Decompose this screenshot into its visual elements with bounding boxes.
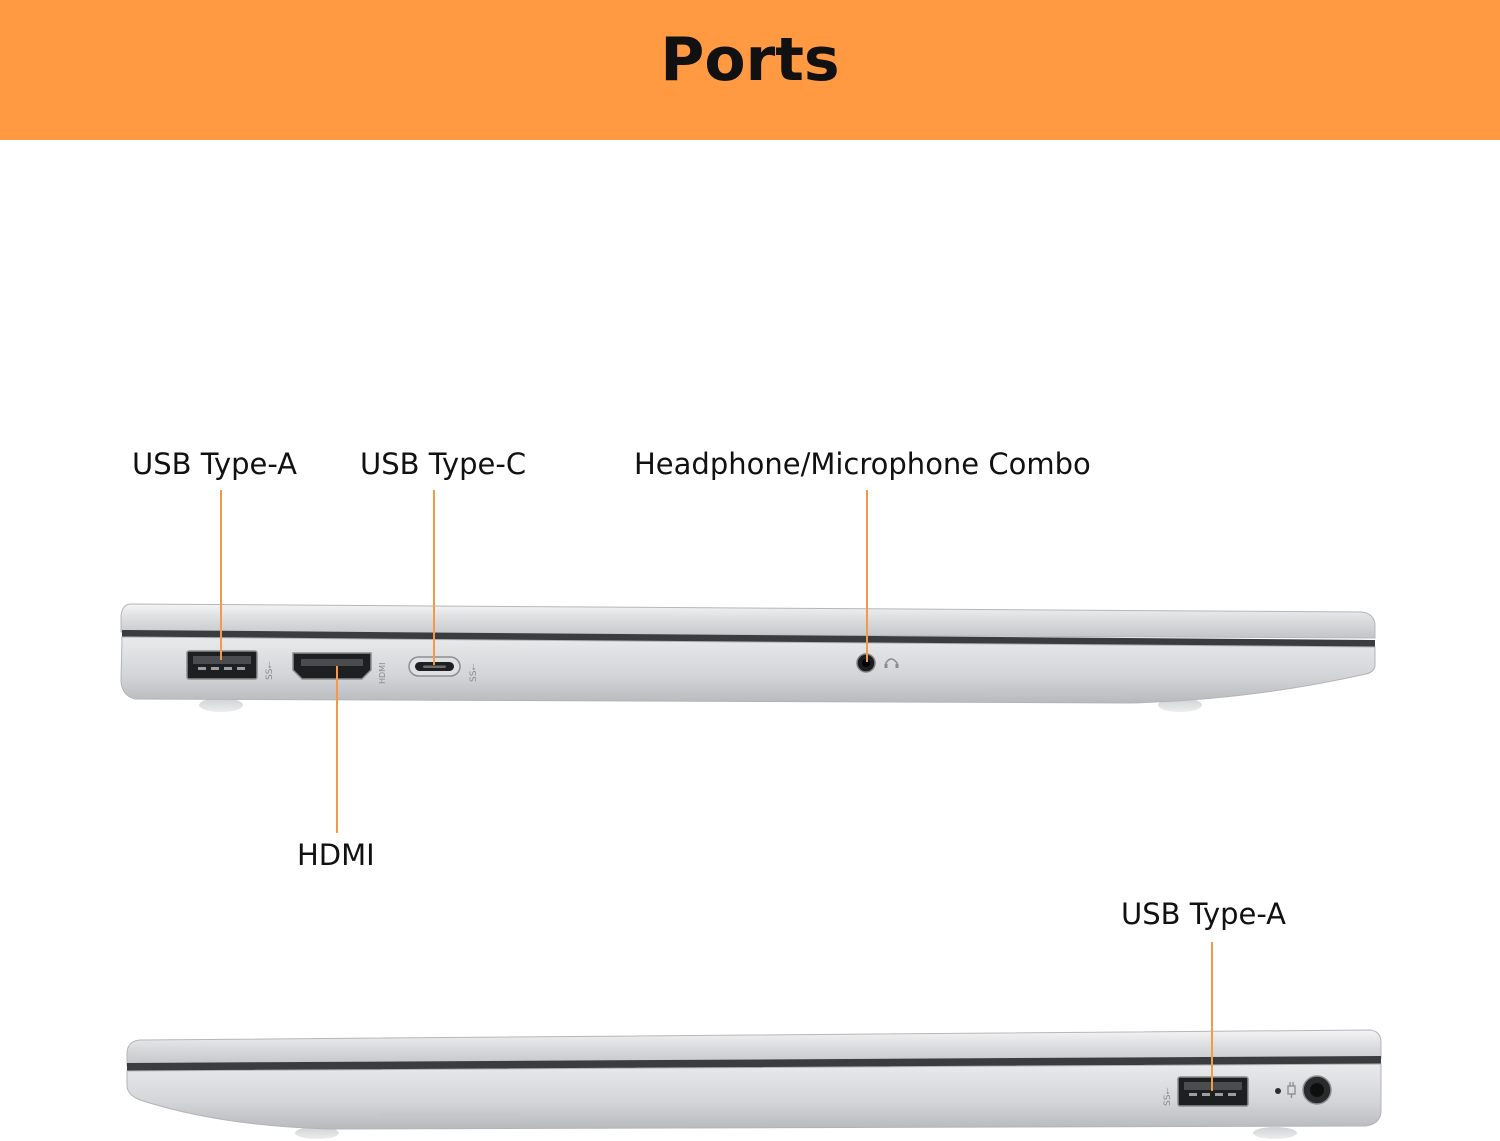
laptop-foot <box>295 1127 339 1139</box>
laptop-seam <box>122 630 1375 647</box>
callout-line-usb-c <box>433 490 435 665</box>
callout-line-usb-a-left <box>220 490 222 660</box>
callout-line-usb-a-right <box>1211 942 1213 1091</box>
callout-line-hdmi <box>336 666 338 833</box>
charging-led-icon <box>1275 1088 1281 1094</box>
laptop-base <box>126 1063 1382 1130</box>
ss-usb-logo: SS⭠ <box>265 661 275 680</box>
usb-type-a-port-icon <box>1177 1076 1249 1107</box>
power-plug-symbol-icon <box>1287 1082 1296 1098</box>
label-usb-type-a-right: USB Type-A <box>1121 897 1287 931</box>
label-usb-type-c: USB Type-C <box>360 447 527 481</box>
ss-usb-logo: SS⭠ <box>469 663 479 682</box>
speaker-grille <box>980 688 1125 696</box>
hdmi-logo: HDMI <box>378 663 387 684</box>
speaker-grille <box>380 1113 525 1121</box>
laptop-seam <box>127 1056 1381 1071</box>
label-hdmi: HDMI <box>297 838 375 872</box>
headphone-symbol-icon <box>884 658 899 668</box>
page-title: Ports <box>660 25 840 95</box>
label-audio-jack: Headphone/Microphone Combo <box>634 447 1091 481</box>
laptop-foot <box>199 698 243 712</box>
usb-type-c-port-icon <box>408 656 461 677</box>
laptop-foot <box>1253 1127 1297 1139</box>
hdmi-port-icon <box>292 652 372 680</box>
ss-usb-logo: SS⭠ <box>1163 1087 1173 1106</box>
header-banner: Ports <box>0 0 1500 140</box>
dc-power-jack-icon <box>1302 1075 1332 1105</box>
label-usb-type-a-left: USB Type-A <box>132 447 298 481</box>
callout-line-audio-jack <box>866 490 868 662</box>
usb-type-a-port-icon <box>186 650 258 680</box>
